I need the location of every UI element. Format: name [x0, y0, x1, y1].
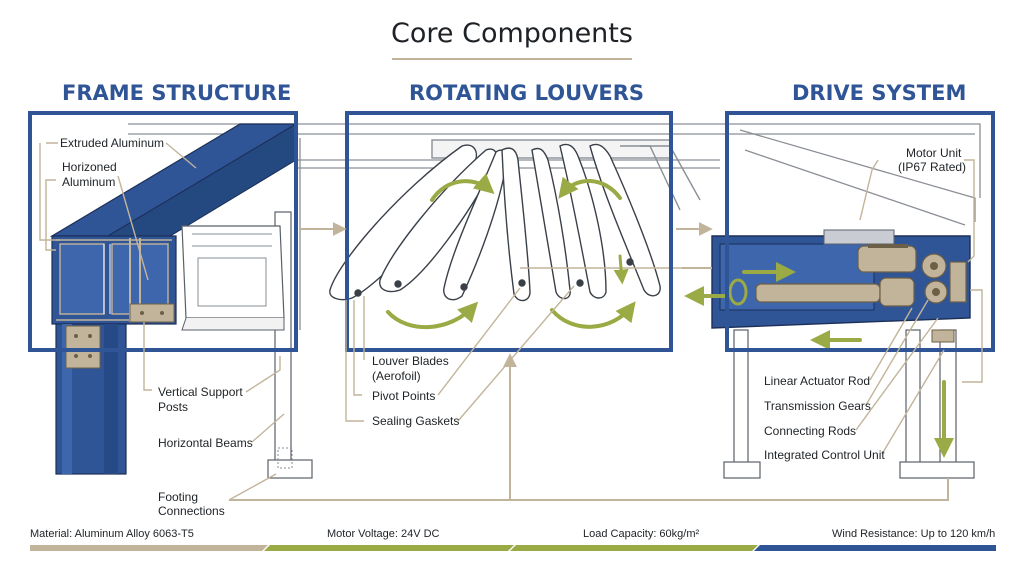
label-vertical-support-line-2: Posts — [158, 400, 189, 414]
page-title: Core Components — [391, 18, 633, 49]
label-integrated-control-unit: Integrated Control Unit — [764, 448, 885, 462]
label-louver-blades-line-2: (Aerofoil) — [372, 369, 421, 383]
label-connecting-rods: Connecting Rods — [764, 424, 857, 438]
label-extruded-aluminum: Extruded Aluminum — [60, 136, 165, 150]
drive-housing-artwork — [711, 229, 975, 479]
label-horizoned-line-2: Aluminum — [62, 175, 116, 189]
leader-lines — [39, 142, 983, 501]
label-footing-line-1: Footing — [158, 490, 199, 504]
spec-load-capacity: Load Capacity: 60kg/m² — [583, 528, 700, 540]
label-horizontal-beams: Horizontal Beams — [158, 436, 253, 450]
label-louver-blades-line-1: Louver Blades — [372, 354, 449, 368]
label-motor-unit-line-2: (IP67 Rated) — [898, 160, 967, 174]
label-footing-line-2: Connections — [158, 504, 225, 518]
frame-structure-heading: FRAME STRUCTURE — [62, 81, 292, 105]
label-linear-actuator-rod: Linear Actuator Rod — [764, 374, 871, 388]
drive-system-heading: DRIVE SYSTEM — [792, 81, 967, 105]
louver-blades-artwork — [329, 139, 701, 302]
label-transmission-gears: Transmission Gears — [764, 399, 871, 413]
rotating-louvers-heading: ROTATING LOUVERS — [409, 81, 645, 105]
label-sealing-gaskets: Sealing Gaskets — [372, 414, 460, 428]
rotation-arrows — [386, 173, 636, 330]
spec-material: Material: Aluminum Alloy 6063-T5 — [30, 528, 194, 540]
label-horizoned-line-1: Horizoned — [62, 160, 117, 174]
spec-bar — [30, 545, 996, 551]
frame-structure-artwork — [49, 123, 313, 479]
spec-wind-resistance: Wind Resistance: Up to 120 km/h — [832, 528, 996, 540]
spec-motor-voltage: Motor Voltage: 24V DC — [327, 528, 440, 540]
flow-connectors — [229, 222, 949, 501]
drive-arrows — [684, 262, 954, 458]
label-pivot-points: Pivot Points — [372, 389, 436, 403]
label-vertical-support-line-1: Vertical Support — [158, 385, 243, 399]
label-motor-unit-line-1: Motor Unit — [906, 146, 962, 160]
section-frames — [28, 111, 995, 352]
title-underline — [392, 58, 632, 60]
